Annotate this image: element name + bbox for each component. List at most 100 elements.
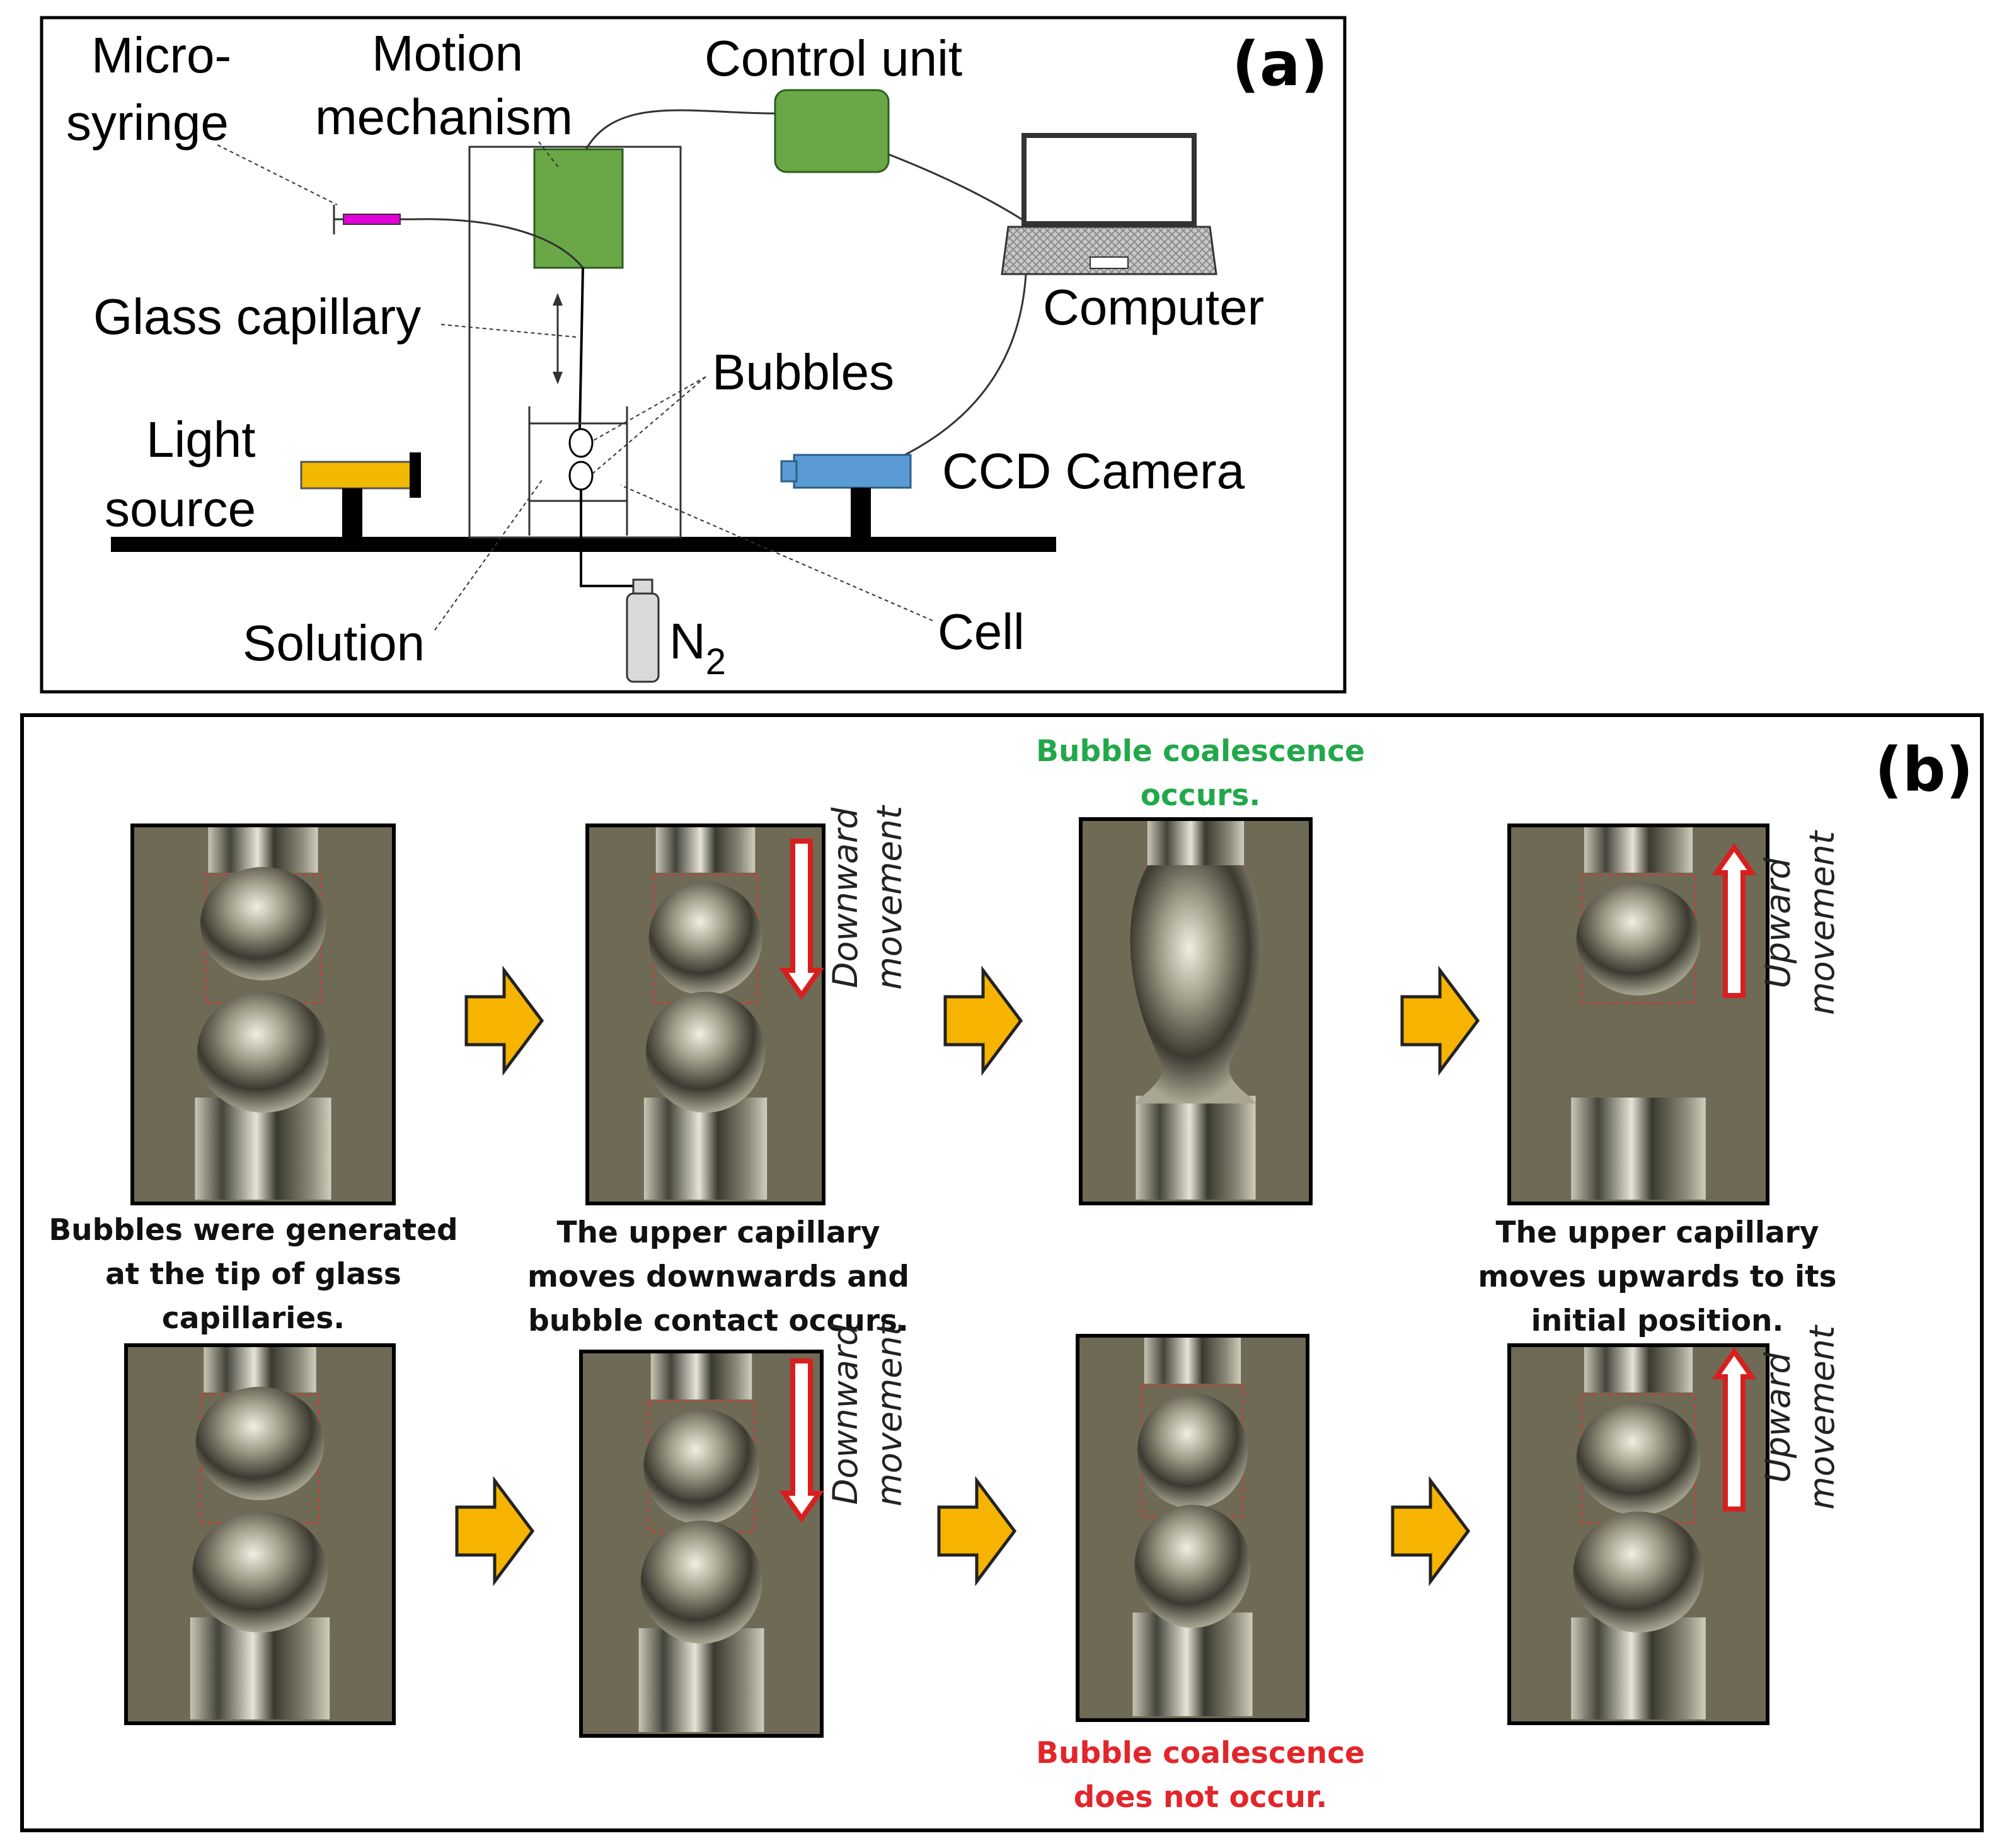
computer-trackpad <box>1090 256 1129 269</box>
downward-arrow <box>779 1358 824 1523</box>
cell-label: Cell <box>938 604 1025 660</box>
light-source-stand <box>342 488 362 539</box>
upper-bubble <box>1137 1393 1248 1509</box>
upper-bubble <box>1576 882 1701 996</box>
panel-b-tag: (b) <box>1875 735 1973 805</box>
lower-bubble <box>646 992 765 1113</box>
lower-capillary <box>643 1098 768 1200</box>
photo-frame <box>130 824 396 1205</box>
upper-capillary <box>1584 827 1693 873</box>
panel-b: (b) Bubble coalescence occurs. Bubble co… <box>20 713 1984 1832</box>
control-unit-label: Control unit <box>705 30 962 86</box>
caption-4-line-2: moves upwards to its <box>1478 1260 1836 1294</box>
coalesced-bubble <box>1130 865 1262 1104</box>
flow-arrows <box>455 965 1480 1587</box>
motion-mechanism-label-1: Motion <box>372 25 523 81</box>
upper-bubble <box>643 1409 759 1525</box>
photo-frame <box>1079 817 1313 1205</box>
photo-frame <box>585 824 826 1205</box>
photo-frame <box>1076 1334 1309 1722</box>
flow-arrow <box>1391 1476 1471 1587</box>
coalescence-occurs-1: Bubble coalescence <box>1036 734 1365 769</box>
caption-1-line-3: capillaries. <box>162 1301 345 1336</box>
light-source-label-1: Light <box>146 411 255 468</box>
photo-frame <box>124 1343 396 1725</box>
upper-capillary <box>655 827 756 873</box>
upward-label-1: Upward <box>1758 1352 1798 1483</box>
flow-arrow <box>937 1476 1017 1587</box>
upper-capillary <box>650 1353 752 1400</box>
lower-capillary <box>195 1098 331 1200</box>
downward-label-1: Downward <box>826 807 865 988</box>
upper-capillary <box>1584 1347 1693 1392</box>
cell <box>528 406 628 536</box>
micro-syringe-label-1: Micro- <box>91 27 231 83</box>
lower-capillary <box>1132 1612 1253 1716</box>
coalescence-occurs-2: occurs. <box>1141 778 1260 813</box>
lower-capillary <box>190 1617 330 1719</box>
glass-capillary-upper <box>578 267 584 429</box>
glass-capillary-label: Glass capillary <box>93 289 421 345</box>
lower-capillary <box>1571 1098 1706 1200</box>
caption-1-line-1: Bubbles were generated <box>49 1213 457 1248</box>
flow-arrow <box>1400 965 1480 1076</box>
lower-bubble <box>1134 1505 1251 1628</box>
light-source-lens <box>410 452 421 498</box>
upper-capillary <box>1144 1338 1241 1384</box>
flow-arrow <box>943 965 1023 1076</box>
panel-a-frame <box>40 16 1347 694</box>
upper-capillary <box>204 1347 316 1392</box>
movement-arrows <box>779 839 1757 1523</box>
ccd-camera-stand <box>851 488 871 538</box>
panel-a-tag: (a) <box>1232 29 1328 100</box>
coalescence-not-occur-2: does not occur. <box>1074 1780 1328 1815</box>
photo-frame <box>1507 1343 1769 1725</box>
motion-mechanism-label-2: mechanism <box>315 89 573 145</box>
downward-arrow <box>779 839 824 1000</box>
flow-arrow <box>464 965 544 1076</box>
bubble-lower <box>568 461 594 491</box>
n2-cylinder <box>626 578 660 683</box>
computer-keyboard <box>1001 226 1217 275</box>
lower-bubble <box>197 992 330 1113</box>
caption-4-line-1: The upper capillary <box>1495 1215 1819 1250</box>
upper-bubble <box>1576 1402 1701 1515</box>
lower-capillary <box>638 1628 764 1732</box>
ccd-camera <box>780 454 912 538</box>
upward-arrow <box>1711 843 1757 998</box>
n2-label: N2 <box>669 613 726 682</box>
ccd-camera-label: CCD Camera <box>942 443 1245 499</box>
lower-capillary <box>1136 1096 1256 1200</box>
lower-bubble <box>192 1512 328 1633</box>
ccd-camera-body <box>793 454 912 489</box>
panel-a: (a) Light source Motion mechanism Contro… <box>40 16 1347 694</box>
computer-screen <box>1021 133 1197 226</box>
caption-2-line-3: bubble contact occurs. <box>528 1304 909 1338</box>
optical-bench <box>111 537 1056 552</box>
upper-bubble <box>195 1387 325 1500</box>
computer <box>1001 133 1217 275</box>
upper-capillary <box>208 827 318 873</box>
upward-label-2: movement <box>1802 1324 1842 1510</box>
downward-label-2: movement <box>870 805 909 990</box>
upper-bubble <box>200 867 326 980</box>
caption-2-line-1: The upper capillary <box>556 1215 880 1250</box>
upper-bubble <box>648 882 762 996</box>
lower-bubble <box>640 1520 762 1644</box>
micro-syringe-barrel <box>343 214 401 225</box>
solution-label: Solution <box>243 615 425 671</box>
lower-capillary <box>1571 1617 1706 1719</box>
downward-label-2: movement <box>870 1321 909 1507</box>
upward-label-1: Upward <box>1758 858 1798 989</box>
ccd-camera-lens <box>780 460 798 483</box>
coalescence-not-occur-1: Bubble coalescence <box>1036 1736 1365 1771</box>
photo-grid <box>124 817 1769 1738</box>
upper-capillary <box>1147 821 1245 868</box>
light-source-label-2: source <box>105 481 256 537</box>
caption-4-line-3: initial position. <box>1531 1304 1784 1338</box>
photo-frame <box>579 1350 824 1738</box>
flow-arrow <box>455 1476 535 1587</box>
bubble-upper <box>568 428 594 458</box>
upward-arrow <box>1711 1347 1757 1512</box>
